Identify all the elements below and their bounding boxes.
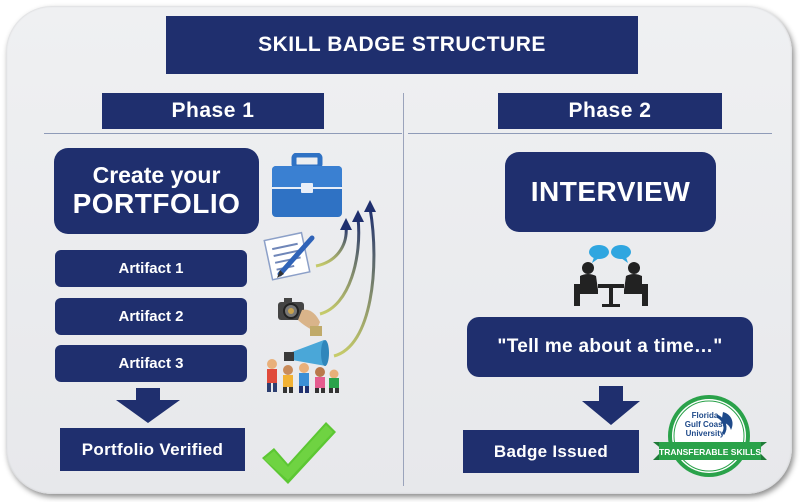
tell-me-prompt-box: "Tell me about a time…" bbox=[467, 317, 753, 377]
badge-line2: Gulf Coast bbox=[685, 420, 726, 429]
megaphone-crowd-icon bbox=[267, 340, 339, 393]
create-portfolio-box: Create your PORTFOLIO bbox=[54, 148, 259, 234]
badge-issued-box: Badge Issued bbox=[463, 430, 639, 473]
badge-seal-icon: Florida Gulf Coast University TRANSFERAB… bbox=[653, 395, 767, 477]
phase-1-divider bbox=[44, 133, 402, 134]
phase-2-heading: Phase 2 bbox=[498, 93, 722, 129]
badge-ribbon-text: TRANSFERABLE SKILLS bbox=[659, 447, 761, 457]
interview-box: INTERVIEW bbox=[505, 152, 716, 232]
artifact-1-box: Artifact 1 bbox=[55, 250, 247, 287]
create-portfolio-line2: PORTFOLIO bbox=[72, 188, 241, 220]
badge-line3: University bbox=[686, 429, 725, 438]
interview-people-icon bbox=[574, 262, 648, 307]
phase-2-divider bbox=[408, 133, 772, 134]
phase-separator bbox=[403, 93, 404, 486]
portfolio-verified-box: Portfolio Verified bbox=[60, 428, 245, 471]
chat-bubbles-icon bbox=[589, 245, 631, 263]
badge-line1: Florida bbox=[692, 411, 719, 420]
down-arrow-icon bbox=[116, 388, 180, 423]
phase-1-heading: Phase 1 bbox=[102, 93, 324, 129]
diagram-title: SKILL BADGE STRUCTURE bbox=[166, 16, 638, 74]
artifact-3-box: Artifact 3 bbox=[55, 345, 247, 382]
down-arrow-icon bbox=[582, 386, 640, 425]
create-portfolio-line1: Create your bbox=[92, 161, 221, 188]
curved-arrows-icon bbox=[315, 200, 376, 358]
briefcase-icon bbox=[272, 153, 342, 217]
camera-hand-icon bbox=[278, 298, 322, 336]
artifact-2-box: Artifact 2 bbox=[55, 298, 247, 335]
document-pen-icon bbox=[263, 231, 315, 281]
checkmark-icon bbox=[262, 422, 336, 484]
